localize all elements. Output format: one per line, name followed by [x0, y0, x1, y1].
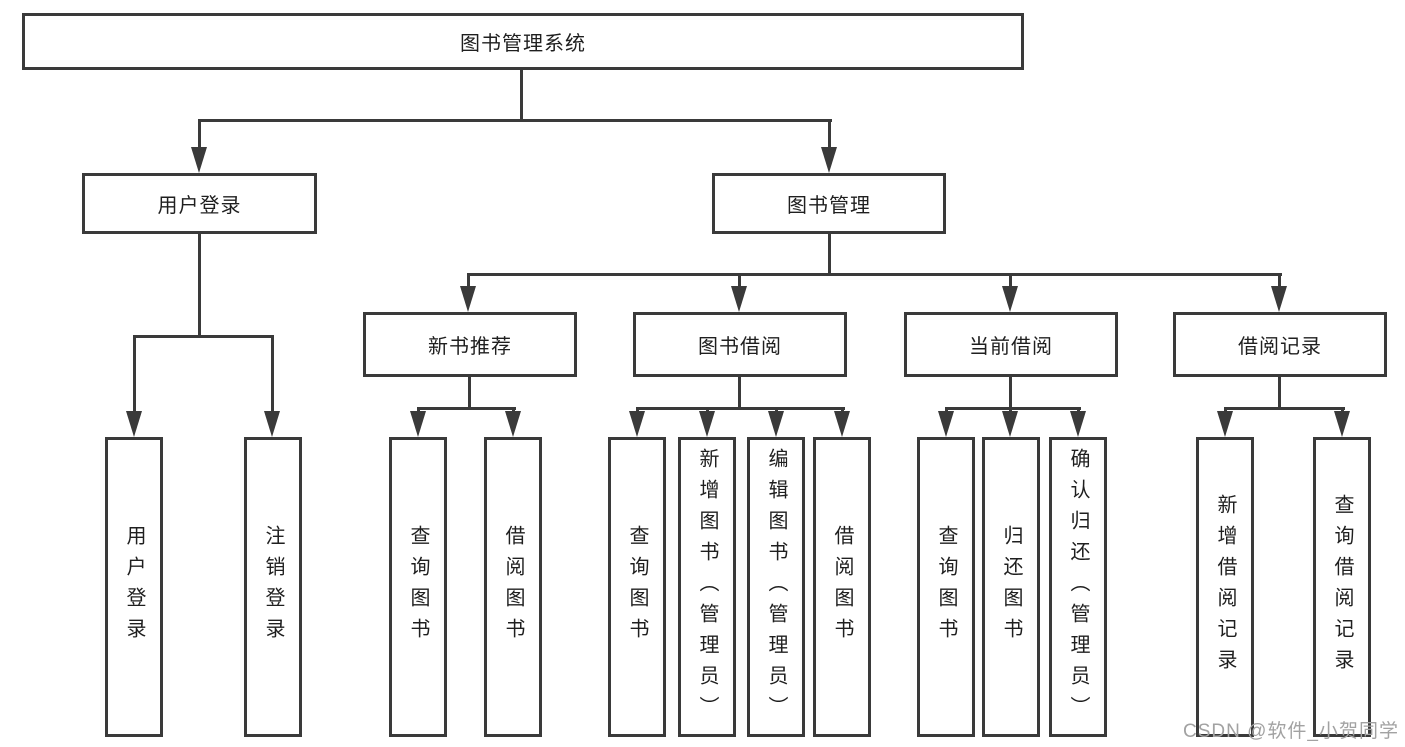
leaf-logout-label: 注销登录	[262, 525, 284, 649]
leaf-br-add-record: 新增借阅记录	[1196, 437, 1254, 737]
csdn-watermark: CSDN @软件_小贺同学	[1183, 721, 1399, 742]
connector-borrow-stub	[738, 377, 741, 410]
node-current-borrow: 当前借阅	[904, 312, 1118, 377]
arrowhead-nb-leaf1	[410, 411, 426, 437]
arrowhead-bb-leaf2	[699, 411, 715, 437]
connector-user-login-drop	[198, 119, 201, 148]
arrowhead-leaf-login	[126, 411, 142, 437]
leaf-bb-edit-books-admin-label: 编辑图书（管理员）	[765, 447, 787, 727]
leaf-br-query-record: 查询借阅记录	[1313, 437, 1371, 737]
leaf-bb-query-books-label: 查询图书	[626, 525, 648, 649]
connector-cb-leaf2-drop	[1009, 407, 1012, 413]
leaf-br-add-record-label: 新增借阅记录	[1214, 494, 1236, 680]
leaf-user-login-label: 用户登录	[123, 525, 145, 649]
connector-br-leaf1-drop	[1224, 407, 1227, 413]
connector-bb-leaf1-drop	[636, 407, 639, 413]
leaf-br-query-record-label: 查询借阅记录	[1331, 494, 1353, 680]
connector-records-drop	[1278, 273, 1281, 287]
leaf-nb-query-books-label: 查询图书	[407, 525, 429, 649]
leaf-bb-add-books-admin: 新增图书（管理员）	[678, 437, 736, 737]
leaf-bb-borrow-books: 借阅图书	[813, 437, 871, 737]
connector-records-stub	[1278, 377, 1281, 410]
connector-level2-hline	[198, 119, 832, 122]
connector-level3-hline	[467, 273, 1282, 276]
node-new-book-recommend-label: 新书推荐	[428, 336, 512, 358]
connector-bb-leaf2-drop	[706, 407, 709, 413]
arrowhead-book-mgmt	[821, 147, 837, 173]
connector-cb-leaf1-drop	[945, 407, 948, 413]
arrowhead-leaf-logout	[264, 411, 280, 437]
connector-newbook-stub	[468, 377, 471, 410]
arrowhead-br-leaf2	[1334, 411, 1350, 437]
connector-bb-leaf3-drop	[775, 407, 778, 413]
connector-bb-leaf4-drop	[841, 407, 844, 413]
connector-current-stub	[1009, 377, 1012, 410]
node-book-management-label: 图书管理	[787, 195, 871, 217]
arrowhead-bb-leaf1	[629, 411, 645, 437]
connector-records-hline	[1224, 407, 1345, 410]
connector-newbook-drop	[467, 273, 470, 287]
arrowhead-current	[1002, 286, 1018, 312]
connector-current-hline	[945, 407, 1081, 410]
arrowhead-cb-leaf1	[938, 411, 954, 437]
leaf-bb-add-books-admin-label: 新增图书（管理员）	[696, 447, 718, 727]
leaf-bb-edit-books-admin: 编辑图书（管理员）	[747, 437, 805, 737]
arrowhead-user-login	[191, 147, 207, 173]
arrowhead-newbook	[460, 286, 476, 312]
arrowhead-bb-leaf3	[768, 411, 784, 437]
connector-newbook-hline	[417, 407, 516, 410]
leaf-nb-borrow-books-label: 借阅图书	[502, 525, 524, 649]
leaf-cb-confirm-return-admin-label: 确认归还（管理员）	[1067, 447, 1089, 727]
connector-user-login-hline	[133, 335, 274, 338]
node-library-system-label: 图书管理系统	[460, 33, 586, 55]
node-current-borrow-label: 当前借阅	[969, 336, 1053, 358]
node-borrow-records-label: 借阅记录	[1238, 336, 1322, 358]
leaf-cb-return-books-label: 归还图书	[1000, 525, 1022, 649]
node-user-login: 用户登录	[82, 173, 317, 234]
node-book-borrow-label: 图书借阅	[698, 336, 782, 358]
arrowhead-records	[1271, 286, 1287, 312]
connector-book-mgmt-drop	[828, 119, 831, 148]
arrowhead-cb-leaf2	[1002, 411, 1018, 437]
arrowhead-nb-leaf2	[505, 411, 521, 437]
leaf-bb-query-books: 查询图书	[608, 437, 666, 737]
leaf-logout: 注销登录	[244, 437, 302, 737]
connector-nb-leaf1-drop	[417, 407, 420, 413]
leaf-user-login: 用户登录	[105, 437, 163, 737]
node-borrow-records: 借阅记录	[1173, 312, 1387, 377]
leaf-cb-query-books-label: 查询图书	[935, 525, 957, 649]
leaf-nb-borrow-books: 借阅图书	[484, 437, 542, 737]
leaf-cb-query-books: 查询图书	[917, 437, 975, 737]
connector-leaf-logout-drop	[271, 335, 274, 411]
node-book-management: 图书管理	[712, 173, 946, 234]
connector-leaf-login-drop	[133, 335, 136, 411]
leaf-cb-confirm-return-admin: 确认归还（管理员）	[1049, 437, 1107, 737]
leaf-bb-borrow-books-label: 借阅图书	[831, 525, 853, 649]
connector-nb-leaf2-drop	[512, 407, 515, 413]
node-new-book-recommend: 新书推荐	[363, 312, 577, 377]
connector-borrow-hline	[636, 407, 845, 410]
node-book-borrow: 图书借阅	[633, 312, 847, 377]
leaf-nb-query-books: 查询图书	[389, 437, 447, 737]
leaf-cb-return-books: 归还图书	[982, 437, 1040, 737]
connector-borrow-drop	[738, 273, 741, 287]
connector-book-mgmt-stub	[828, 234, 831, 275]
arrowhead-bb-leaf4	[834, 411, 850, 437]
connector-root-stub	[520, 70, 523, 122]
arrowhead-borrow	[731, 286, 747, 312]
connector-br-leaf2-drop	[1341, 407, 1344, 413]
arrowhead-cb-leaf3	[1070, 411, 1086, 437]
arrowhead-br-leaf1	[1217, 411, 1233, 437]
connector-current-drop	[1009, 273, 1012, 287]
connector-user-login-stub	[198, 234, 201, 338]
node-library-system: 图书管理系统	[22, 13, 1024, 70]
connector-cb-leaf3-drop	[1077, 407, 1080, 413]
node-user-login-label: 用户登录	[157, 195, 242, 217]
